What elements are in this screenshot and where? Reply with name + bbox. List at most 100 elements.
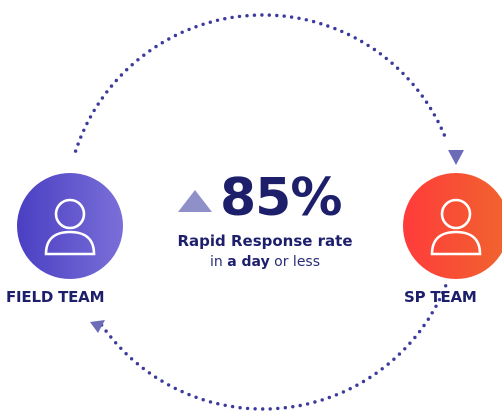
arc-dot bbox=[305, 402, 310, 406]
arc-dot bbox=[88, 115, 93, 119]
arc-dot bbox=[346, 32, 351, 37]
arc-dot bbox=[201, 398, 205, 402]
arc-dot bbox=[135, 362, 140, 366]
top-arc-dots bbox=[73, 13, 446, 153]
arc-dot bbox=[384, 56, 388, 61]
arc-dot bbox=[238, 406, 242, 410]
arc-dot bbox=[333, 26, 337, 31]
arc-dot bbox=[372, 47, 377, 52]
arc-dot bbox=[444, 284, 448, 288]
arc-dot bbox=[109, 335, 113, 339]
arc-dot bbox=[154, 44, 158, 49]
arc-dot bbox=[434, 304, 438, 308]
arc-dot bbox=[416, 88, 420, 92]
arc-dot bbox=[411, 82, 415, 87]
field-team-label: FIELD TEAM bbox=[6, 288, 105, 306]
arc-dot bbox=[437, 297, 442, 302]
arc-dot bbox=[397, 352, 402, 356]
arc-dot bbox=[282, 14, 286, 18]
triangle-up-icon bbox=[178, 190, 212, 212]
arc-dot bbox=[245, 406, 250, 411]
sp-team-circle bbox=[403, 173, 502, 279]
stat-value: 85% bbox=[220, 168, 342, 228]
arc-dot bbox=[237, 14, 242, 19]
stat-sub-suffix: or less bbox=[269, 254, 321, 270]
arc-dot bbox=[283, 406, 287, 410]
arc-dot bbox=[341, 390, 346, 394]
arc-dot bbox=[173, 33, 178, 38]
arc-dot bbox=[298, 403, 302, 408]
field-team-node bbox=[17, 173, 123, 279]
arc-dot bbox=[267, 13, 271, 17]
arc-dot bbox=[216, 402, 220, 406]
arc-dot bbox=[380, 367, 384, 371]
arc-dot bbox=[355, 383, 359, 387]
arc-dot bbox=[268, 407, 272, 411]
arc-dot bbox=[223, 403, 227, 407]
arc-dot bbox=[76, 142, 80, 146]
arc-dot bbox=[153, 375, 158, 379]
arc-dot bbox=[160, 379, 164, 383]
arc-dot bbox=[432, 113, 437, 117]
field-team-circle bbox=[17, 173, 123, 279]
arc-dot bbox=[129, 357, 134, 361]
arc-dot bbox=[395, 66, 400, 70]
arc-dot bbox=[441, 291, 445, 295]
arc-dot bbox=[374, 371, 378, 375]
arc-dot bbox=[130, 62, 134, 67]
arrow-to-sp-icon bbox=[448, 150, 464, 165]
arc-dot bbox=[167, 37, 171, 41]
arc-dot bbox=[119, 73, 124, 77]
arc-dot bbox=[428, 106, 433, 111]
arc-dot bbox=[327, 395, 331, 400]
arc-dot bbox=[124, 352, 128, 356]
arc-dot bbox=[245, 14, 249, 18]
arc-dot bbox=[187, 27, 191, 32]
arc-dot bbox=[401, 71, 405, 76]
arc-dot bbox=[426, 317, 430, 321]
arc-dot bbox=[340, 29, 344, 34]
arc-dot bbox=[100, 96, 105, 100]
stat-label: Rapid Response rate bbox=[177, 232, 353, 250]
arc-dot bbox=[136, 58, 140, 62]
arc-dot bbox=[408, 341, 412, 345]
arc-dot bbox=[436, 119, 440, 124]
arc-dot bbox=[417, 329, 422, 334]
arc-dot bbox=[326, 24, 330, 28]
arc-dot bbox=[223, 17, 227, 21]
arrow-to-field-icon bbox=[90, 320, 105, 333]
arc-dot bbox=[252, 13, 257, 17]
arc-dot bbox=[403, 347, 407, 351]
arc-dot bbox=[390, 61, 394, 65]
arc-dot bbox=[215, 18, 220, 22]
arc-dot bbox=[201, 22, 205, 26]
sp-team-label: SP TEAM bbox=[404, 288, 477, 306]
arc-dot bbox=[386, 362, 390, 366]
arc-dot bbox=[173, 386, 177, 391]
arc-dot bbox=[125, 68, 129, 72]
arc-dot bbox=[289, 15, 294, 19]
arc-dot bbox=[361, 379, 366, 384]
arc-dot bbox=[147, 371, 152, 375]
arc-dot bbox=[230, 404, 235, 409]
arc-dot bbox=[348, 387, 352, 391]
arc-dot bbox=[320, 398, 324, 402]
arc-dot bbox=[253, 407, 257, 411]
arc-dot bbox=[79, 135, 83, 139]
arc-dot bbox=[297, 16, 301, 20]
arc-dot bbox=[291, 405, 295, 409]
person-icon bbox=[430, 198, 482, 256]
arc-dot bbox=[260, 13, 264, 17]
arc-dot bbox=[319, 22, 323, 26]
arc-dot bbox=[180, 30, 184, 34]
arc-dot bbox=[119, 346, 123, 350]
arc-dot bbox=[114, 78, 119, 83]
person-icon bbox=[44, 198, 96, 256]
arc-dot bbox=[180, 389, 184, 394]
arc-dot bbox=[360, 39, 364, 44]
arc-dot bbox=[261, 407, 265, 411]
arc-dot bbox=[114, 341, 118, 345]
arc-dot bbox=[378, 52, 383, 56]
arc-dot bbox=[104, 329, 108, 333]
